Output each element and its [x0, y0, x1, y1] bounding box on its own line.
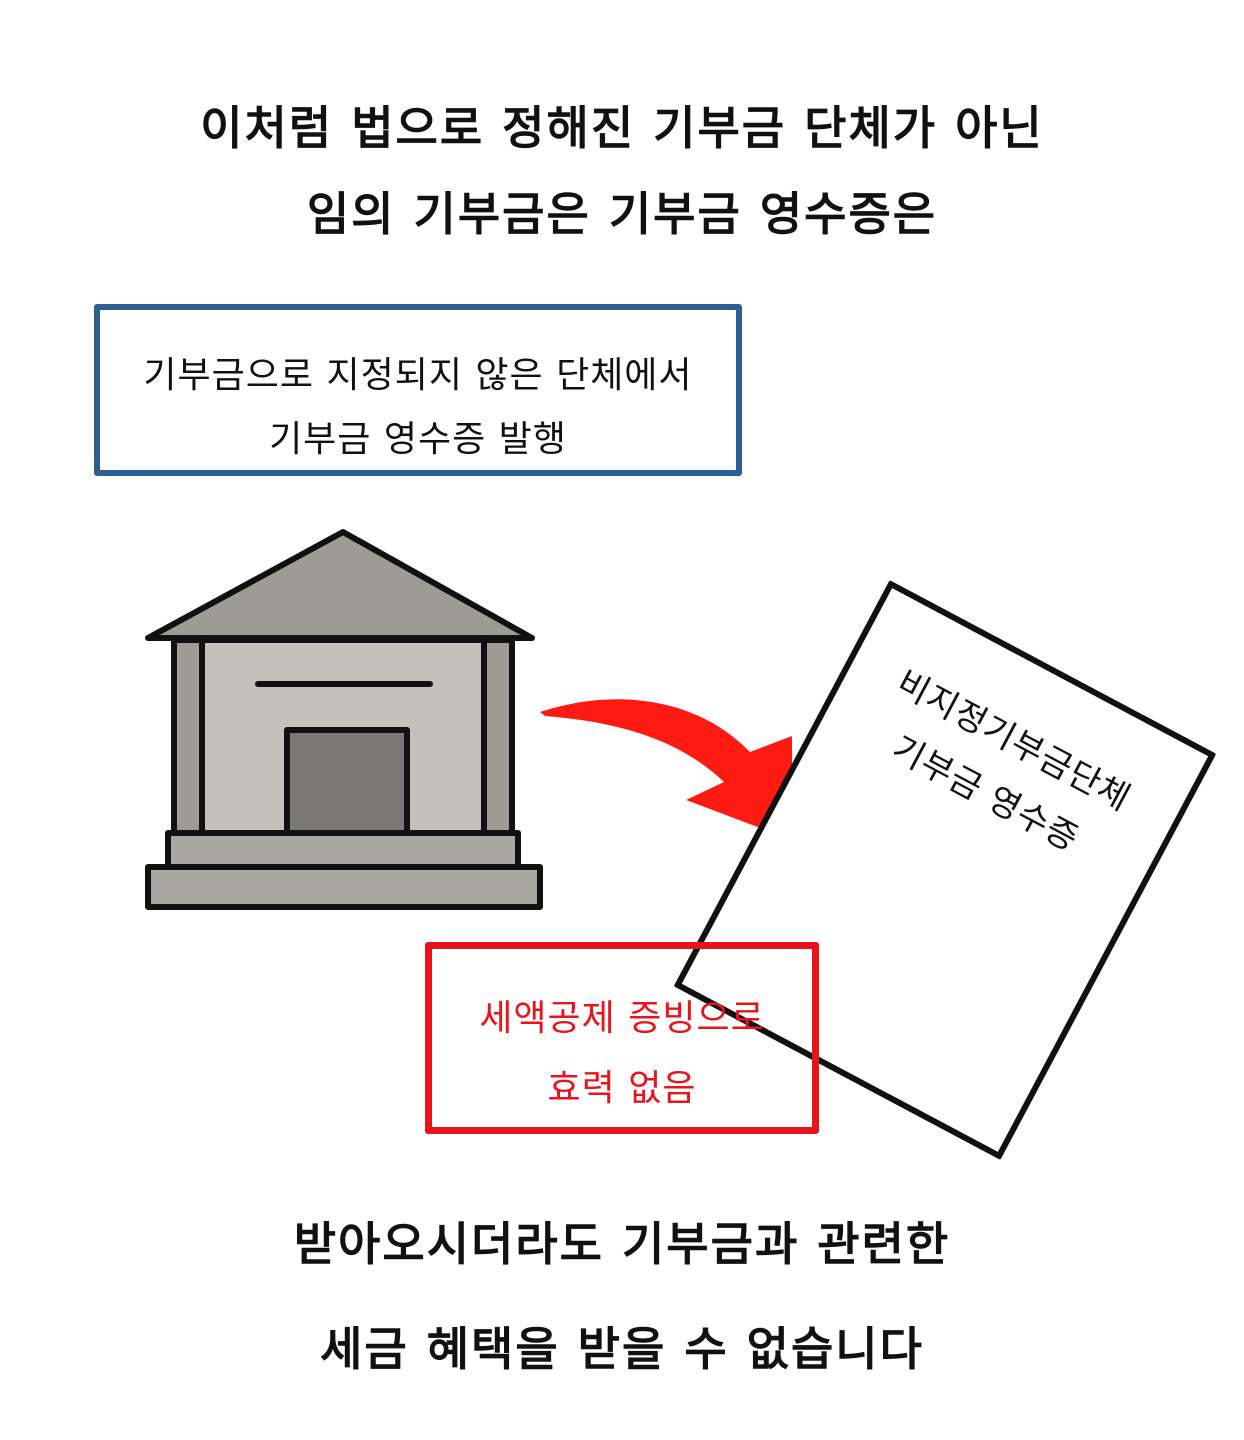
headline-top-line-2: 임의 기부금은 기부금 영수증은: [306, 187, 938, 241]
headline-bottom-line-1: 받아오시더라도 기부금과 관련한: [293, 1217, 951, 1271]
building-icon: [145, 529, 543, 910]
column-left: [171, 637, 205, 838]
warning-line-2: 효력 없음: [547, 1068, 697, 1109]
roof: [145, 529, 535, 641]
headline-bottom-line-2: 세금 혜택을 받을 수 없습니다: [320, 1322, 924, 1376]
step-lower: [145, 864, 543, 910]
warning-box: 세액공제 증빙으로 효력 없음: [425, 942, 819, 1134]
arrow-shape: [540, 699, 792, 840]
notice-line-1: 기부금으로 지정되지 않은 단체에서: [143, 355, 693, 396]
headline-top-line-1: 이처럼 법으로 정해진 기부금 단체가 아닌: [200, 101, 1044, 155]
notice-line-2: 기부금 영수증 발행: [269, 419, 567, 460]
column-right: [481, 637, 515, 838]
step-upper: [165, 830, 521, 872]
door: [284, 727, 410, 838]
warning-line-1: 세액공제 증빙으로: [479, 998, 765, 1039]
curved-arrow-icon: [540, 699, 792, 840]
notice-box: 기부금으로 지정되지 않은 단체에서 기부금 영수증 발행: [94, 304, 742, 476]
